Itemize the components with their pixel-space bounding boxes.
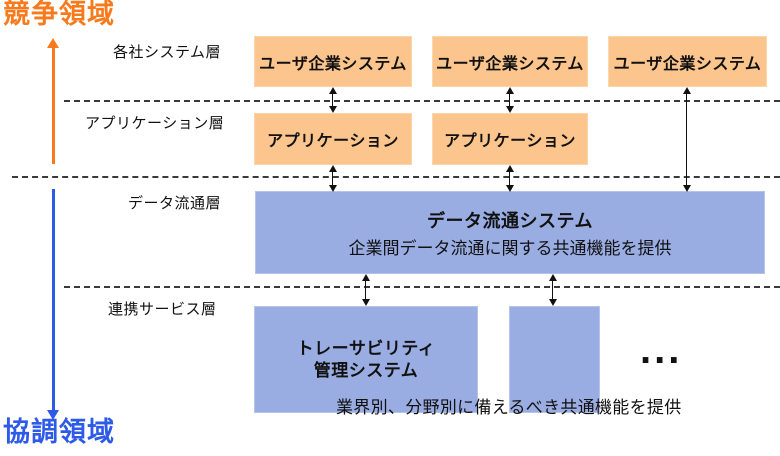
data-distribution-subtitle: 企業間データ流通に関する共通機能を提供 [348, 238, 672, 258]
arrow-distribution-traceability [361, 274, 370, 306]
arrow-usersys3-distribution [682, 87, 691, 192]
competition-up-arrow [47, 38, 59, 164]
box-label: アプリケーション [267, 133, 399, 150]
user-enterprise-system-box-3: ユーザ企業システム [608, 36, 767, 87]
arrowhead-up [47, 38, 59, 48]
traceability-system-box: トレーサビリティ 管理システム [254, 306, 478, 413]
box-label: ユーザ企業システム [436, 55, 584, 73]
box-label: アプリケーション [444, 133, 576, 150]
data-distribution-system-box: データ流通システム 企業間データ流通に関する共通機能を提供 [255, 191, 765, 274]
arrowhead-down [47, 410, 59, 420]
layer-label-company-system: 各社システム層 [113, 44, 222, 61]
box-label: ユーザ企業システム [259, 55, 407, 73]
user-enterprise-system-box-1: ユーザ企業システム [254, 36, 412, 87]
application-box-2: アプリケーション [432, 113, 588, 165]
user-enterprise-system-box-2: ユーザ企業システム [432, 36, 588, 87]
arrow-usersys2-app2 [505, 87, 514, 113]
cooperation-domain-label: 協調領域 [3, 417, 115, 447]
competition-domain-label: 競争領域 [3, 0, 115, 29]
box-label: ユーザ企業システム [613, 55, 762, 73]
separator-distribution-service [64, 286, 780, 288]
arrow-app2-distribution [505, 165, 514, 192]
more-services-ellipsis: ... [640, 328, 683, 372]
unnamed-service-box [509, 306, 600, 413]
data-distribution-title: データ流通システム [427, 210, 593, 231]
traceability-label: トレーサビリティ 管理システム [296, 339, 436, 380]
arrow-usersys1-app1 [328, 87, 337, 113]
separator-competition-cooperation [12, 176, 780, 178]
layer-label-application: アプリケーション層 [85, 115, 225, 132]
layer-label-data-distribution: データ流通層 [128, 195, 222, 212]
arrow-distribution-service2 [548, 274, 557, 306]
arrow-app1-distribution [328, 165, 337, 192]
separator-system-application [64, 100, 780, 102]
cooperation-down-arrow [47, 189, 59, 420]
cooperation-service-caption: 業界別、分野別に備えるべき共通機能を提供 [336, 398, 682, 417]
application-box-1: アプリケーション [254, 113, 412, 165]
layer-label-cooperation-service: 連携サービス層 [108, 301, 217, 318]
